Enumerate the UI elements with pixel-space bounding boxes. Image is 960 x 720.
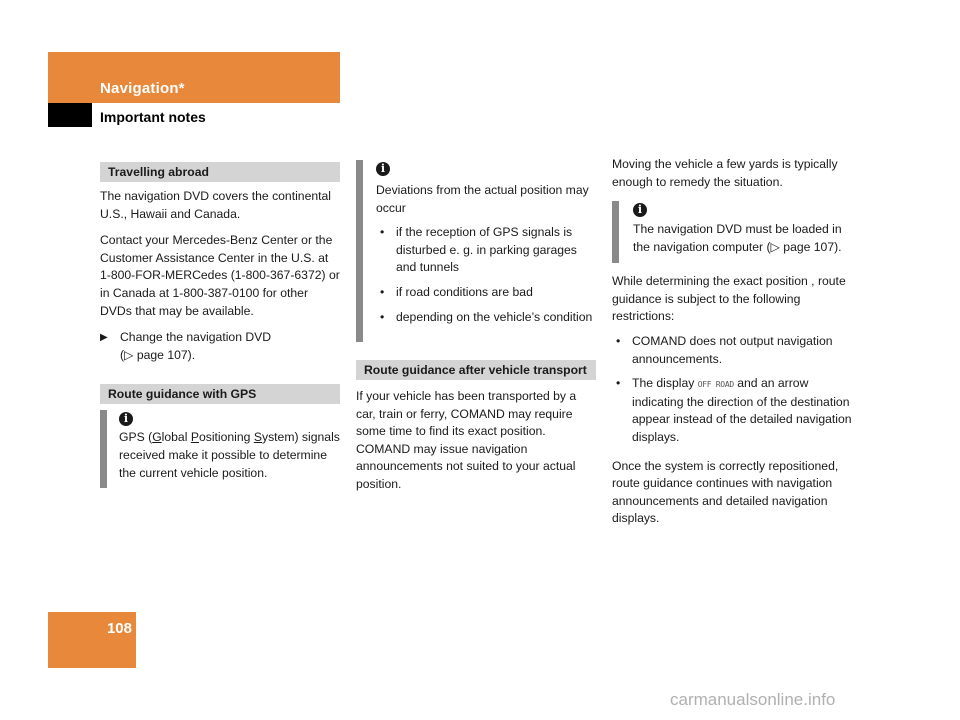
paragraph-repositioned: Once the system is correctly repositione… (612, 458, 839, 526)
column-3: Moving the vehicle a few yards is typica… (612, 156, 856, 528)
bullet-text: depending on the vehicle’s condition (396, 309, 593, 324)
header-banner (48, 52, 340, 103)
bullet-dot: • (380, 309, 385, 324)
bullet-text: if the reception of GPS signals is distu… (396, 225, 577, 275)
travelling-abroad-body: The navigation DVD covers the continenta… (100, 188, 340, 364)
bullet-text: COMAND does not output navigation announ… (632, 333, 833, 366)
page-number-box (48, 612, 136, 668)
section-subtitle: Important notes (100, 109, 206, 125)
info-icon: i (119, 412, 133, 427)
info-icon: i (633, 203, 647, 218)
list-item: • if road conditions are bad (376, 284, 596, 302)
paragraph-contact-center: Contact your Mercedes-Benz Center or the… (100, 233, 340, 318)
bullet-dot: • (616, 333, 621, 348)
step-text-line1: Change the navigation DVD (120, 330, 272, 345)
step-arrow-icon: ▶ (100, 332, 108, 344)
column-2: i Deviations from the actual position ma… (356, 160, 596, 494)
gps-word-global: lobal (161, 430, 191, 445)
gps-word-positioning: ositioning (198, 430, 254, 445)
paragraph-dvd-coverage: The navigation DVD covers the continenta… (100, 189, 332, 221)
dvd-info-text: The navigation DVD must be loaded in the… (633, 222, 842, 254)
gps-info-text: GPS (Global Positioning System) signals … (119, 429, 340, 482)
gps-letter-s: S (253, 430, 262, 445)
deviations-intro: Deviations from the actual position may … (376, 183, 589, 215)
gps-letter-p: P (190, 430, 199, 445)
offroad-display-text: OFF ROAD (697, 380, 734, 390)
list-item: • The display OFF ROAD and an arrow indi… (612, 375, 856, 446)
paragraph-transport: If your vehicle has been transported by … (356, 389, 577, 491)
list-item: • if the reception of GPS signals is dis… (376, 224, 596, 277)
deviations-info-text: Deviations from the actual position may … (376, 182, 596, 326)
column-1: Travelling abroad The navigation DVD cov… (100, 162, 340, 489)
bullet-dot: • (380, 225, 385, 240)
bullet-text: and an arrow indicating the direction of… (632, 376, 852, 444)
info-box-deviations: i Deviations from the actual position ma… (356, 160, 596, 342)
watermark: carmanualsonline.info (670, 690, 836, 709)
header-black-tab (48, 103, 92, 127)
gps-text-rest: ystem) signals received make it possible… (119, 430, 340, 480)
heading-route-guidance-transport: Route guidance after vehicle transport (356, 360, 596, 380)
info-box-dvd: i The navigation DVD must be loaded in t… (612, 201, 856, 264)
gps-text-prefix: GPS ( (119, 430, 153, 445)
bullet-text: The display (632, 376, 698, 391)
heading-route-guidance-gps: Route guidance with GPS (100, 384, 340, 405)
list-item: • depending on the vehicle’s condition (376, 309, 596, 327)
paragraph-moving-vehicle: Moving the vehicle a few yards is typica… (612, 157, 838, 189)
bullet-dot: • (616, 376, 621, 391)
step-page-reference[interactable]: (▷ page 107). (120, 347, 196, 362)
info-icon: i (376, 162, 390, 176)
chapter-title: Navigation* (100, 80, 185, 97)
gps-letter-g: G (152, 430, 162, 445)
heading-travelling-abroad: Travelling abroad (100, 162, 340, 182)
list-item: • COMAND does not output navigation anno… (612, 333, 856, 368)
info-box-gps: i GPS (Global Positioning System) signal… (100, 410, 340, 489)
paragraph-restrictions: While determining the exact position , r… (612, 274, 846, 324)
instruction-step: ▶ Change the navigation DVD (▷ page 107)… (100, 329, 340, 364)
bullet-text: if road conditions are bad (396, 284, 533, 299)
page-number: 108 (106, 620, 132, 637)
bullet-dot: • (380, 284, 385, 299)
